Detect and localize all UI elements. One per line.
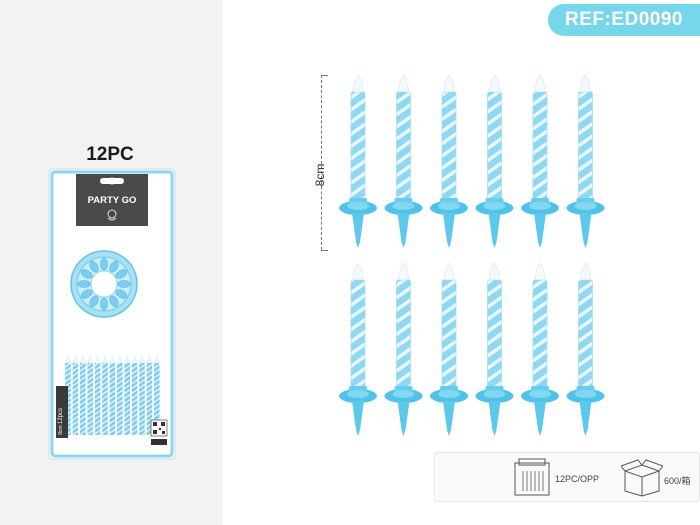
packaging-text: 12PC/OPP — [555, 474, 600, 484]
info-box: 12PC/OPP 600/箱 — [434, 452, 700, 502]
candle — [521, 74, 559, 248]
dimension-tick-top — [321, 75, 328, 76]
candle-grid — [339, 74, 605, 436]
opp-bag-icon — [514, 458, 550, 496]
candle — [339, 262, 377, 436]
holder-ring — [70, 250, 138, 318]
candle — [475, 74, 514, 248]
candle — [475, 262, 514, 436]
brand-text: PARTY GO — [88, 195, 137, 206]
qr-code — [150, 419, 168, 437]
product-package: PARTY GO 12pcs 8cm — [48, 168, 176, 460]
candle — [384, 262, 423, 436]
dimension-line — [321, 75, 322, 250]
side-sticker-text: 12pcs — [58, 408, 64, 424]
candle — [384, 74, 423, 248]
side-sticker-size: 8cm — [58, 425, 64, 434]
carton-text: 600/箱 — [664, 476, 691, 486]
candle — [339, 74, 377, 248]
candle — [566, 262, 605, 436]
carton-box-icon — [621, 459, 663, 497]
candle — [521, 262, 559, 436]
pack-count-label: 12PC — [86, 144, 134, 165]
ref-badge: REF:ED0090 — [548, 4, 700, 36]
dimension-tick-bottom — [321, 250, 328, 251]
candle — [566, 74, 605, 248]
candle — [430, 74, 468, 248]
dimension-label: 8cm — [313, 163, 327, 187]
brand-logo-icon — [107, 209, 117, 221]
candle — [430, 262, 468, 436]
